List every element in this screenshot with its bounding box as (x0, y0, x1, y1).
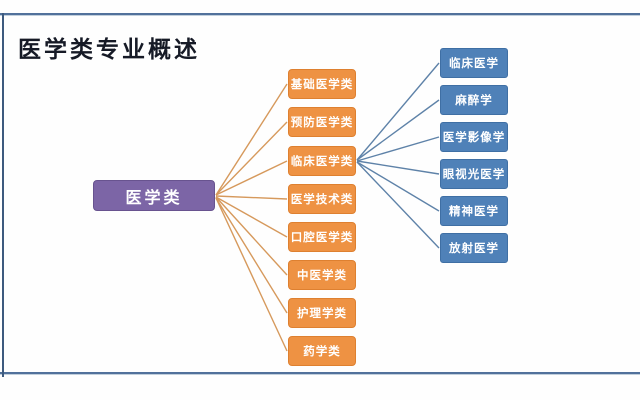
category-connectors (215, 83, 288, 352)
bottom-border-line (0, 372, 640, 374)
left-border-line (2, 13, 4, 377)
category-node-clinical-medicine: 临床医学类 (288, 146, 356, 176)
child-node-medical-imaging: 医学影像学 (440, 122, 508, 152)
category-node-stomatology: 口腔医学类 (288, 222, 356, 252)
child-node-psychiatry: 精神医学 (440, 196, 508, 226)
child-node-clinical-medicine: 临床医学 (440, 48, 508, 78)
category-node-preventive-medicine: 预防医学类 (288, 107, 356, 137)
child-node-radiology: 放射医学 (440, 233, 508, 263)
child-node-optometry: 眼视光医学 (440, 159, 508, 189)
category-node-tcm: 中医学类 (288, 260, 356, 290)
clinical-connectors (356, 62, 440, 249)
category-node-nursing: 护理学类 (288, 298, 356, 328)
category-node-medical-technology: 医学技术类 (288, 184, 356, 214)
category-node-basic-medicine: 基础医学类 (288, 69, 356, 99)
category-node-pharmacy: 药学类 (288, 336, 356, 366)
top-border-line (0, 13, 640, 15)
page-title: 医学类专业概述 (18, 36, 200, 63)
child-node-anesthesiology: 麻醉学 (440, 85, 508, 115)
root-node-medical: 医学类 (93, 180, 215, 211)
